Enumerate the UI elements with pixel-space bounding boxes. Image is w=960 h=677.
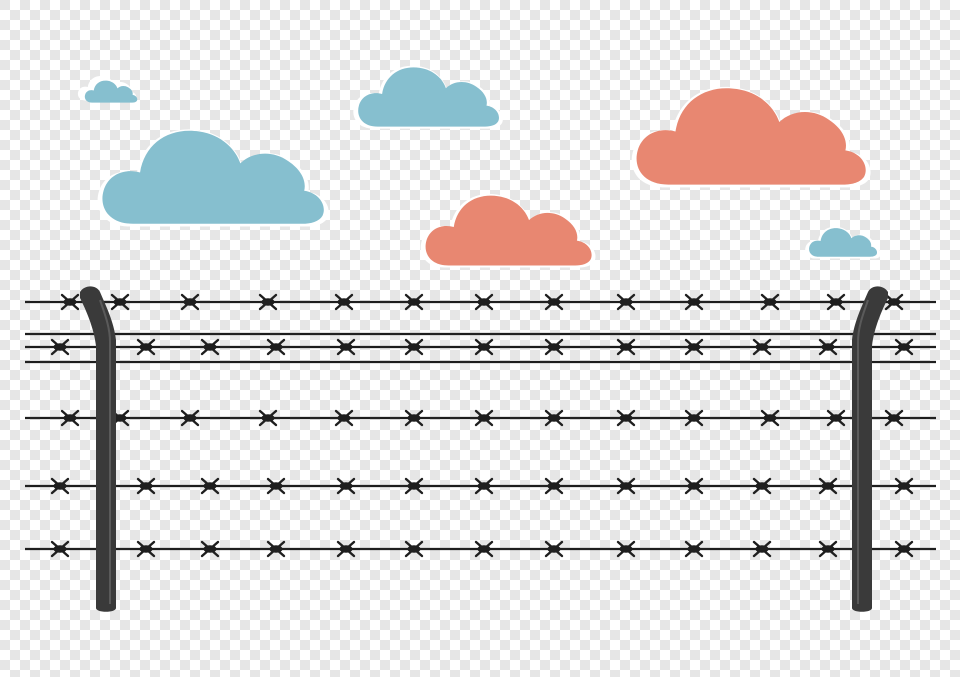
- fence-posts: [80, 286, 888, 612]
- fence-post-right: [852, 286, 888, 612]
- barbed-wires: [25, 293, 936, 558]
- fence-post-left: [80, 286, 116, 612]
